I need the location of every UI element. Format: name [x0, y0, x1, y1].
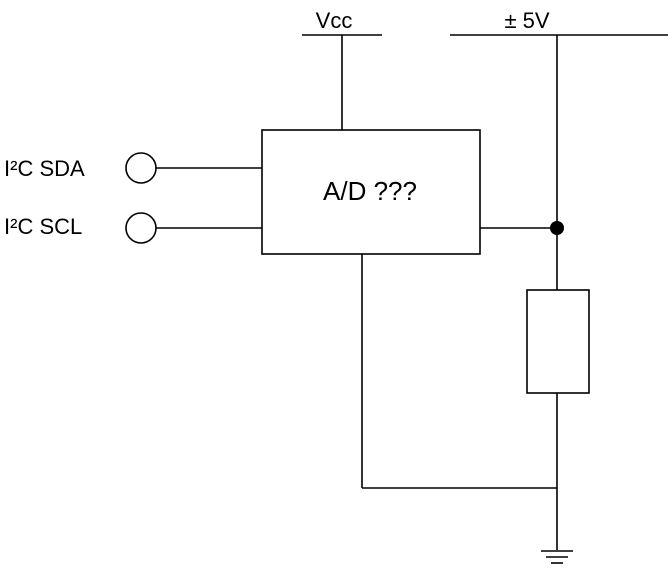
ad-chip-label: A/D ???	[323, 176, 417, 206]
ad-chip-box	[261, 129, 481, 255]
sda-terminal-icon	[125, 152, 157, 184]
resistor-icon	[526, 289, 590, 394]
vcc-label: Vcc	[316, 8, 353, 33]
scl-label: I²C SCL	[4, 214, 82, 239]
supply-label: ± 5V	[504, 8, 549, 33]
scl-terminal-icon	[125, 212, 157, 244]
ground-icon	[541, 550, 573, 564]
junction-dot-icon	[550, 221, 564, 235]
sda-label: I²C SDA	[4, 156, 85, 181]
